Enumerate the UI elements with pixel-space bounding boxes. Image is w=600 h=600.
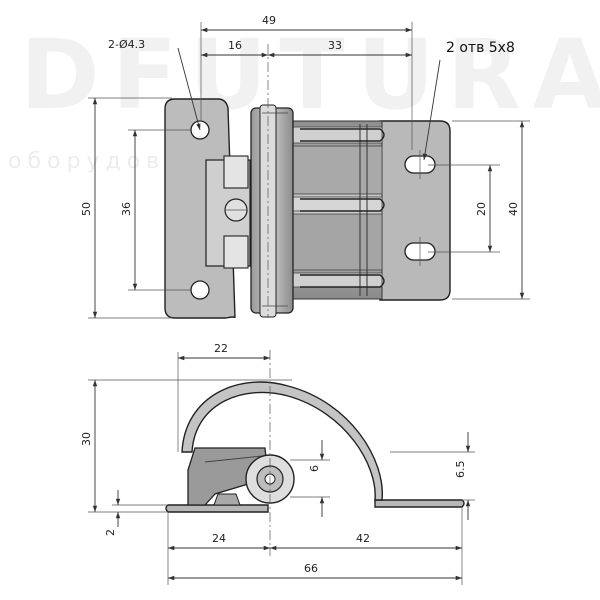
watermark-brand: DFUTURA bbox=[20, 19, 600, 131]
latch-body bbox=[187, 447, 269, 506]
slot-hole bbox=[404, 237, 436, 266]
base-plate bbox=[165, 504, 269, 513]
dim-right-length: 42 bbox=[356, 532, 370, 545]
dim-hole-to-slot: 33 bbox=[328, 39, 342, 52]
dim-tab-height: 6.5 bbox=[454, 461, 467, 479]
dim-overall-height: 50 bbox=[80, 202, 93, 216]
arched-spring bbox=[181, 381, 383, 501]
hinge-barrels bbox=[289, 120, 383, 300]
slot-note: 2 отв 5х8 bbox=[446, 40, 515, 56]
dim-arc-width: 22 bbox=[214, 342, 228, 355]
side-view: 22 30 6 6.5 2 24 42 66 bbox=[80, 342, 475, 585]
dim-total-width: 49 bbox=[262, 14, 276, 27]
dim-slot-spacing: 20 bbox=[475, 202, 488, 216]
dim-leaf-height: 40 bbox=[507, 202, 520, 216]
latch-mechanism bbox=[205, 155, 251, 269]
right-leaf-plate bbox=[379, 120, 451, 301]
wire-springs bbox=[300, 128, 385, 288]
base-plate-right bbox=[374, 499, 465, 508]
dim-hole-callout: 2-Ø4.3 bbox=[108, 38, 145, 51]
dim-pivot-height: 6 bbox=[308, 465, 321, 472]
dim-total-length: 66 bbox=[304, 562, 318, 575]
dim-base-thickness: 2 bbox=[104, 529, 117, 536]
top-view: 49 16 33 2-Ø4.3 2 отв 5х8 50 36 20 40 bbox=[80, 14, 530, 319]
dim-pivot-offset: 16 bbox=[228, 39, 242, 52]
dim-side-height: 30 bbox=[80, 432, 93, 446]
dim-left-length: 24 bbox=[212, 532, 226, 545]
mounting-hole bbox=[190, 280, 210, 300]
dim-hole-spacing: 36 bbox=[120, 202, 133, 216]
slot-hole bbox=[404, 150, 436, 179]
